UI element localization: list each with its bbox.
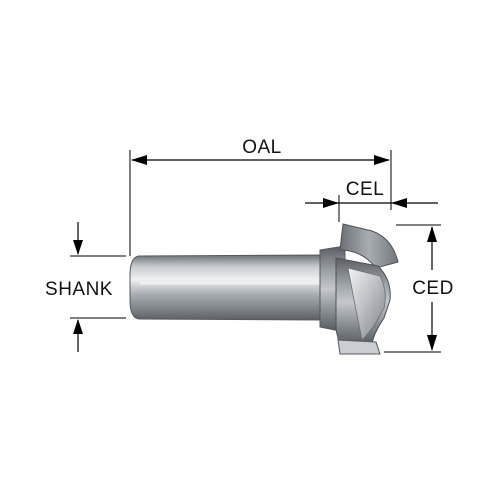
- shank-dimension: SHANK: [45, 222, 126, 352]
- top-wing: [339, 223, 399, 269]
- carbide-insert: [347, 267, 386, 341]
- cel-label: CEL: [346, 179, 384, 200]
- shank-bottom-arrow: [73, 319, 83, 334]
- router-bit: [129, 223, 399, 355]
- bottom-face: [337, 339, 381, 355]
- cel-right-arrow: [391, 198, 407, 208]
- oal-right-arrow: [374, 155, 390, 165]
- ced-label: CED: [412, 278, 454, 299]
- oal-label: OAL: [242, 137, 282, 158]
- shank-body: [129, 254, 323, 321]
- ced-bottom-arrow: [427, 335, 437, 351]
- cel-dimension: CEL: [305, 179, 438, 222]
- ced-dimension: CED: [384, 224, 454, 353]
- oal-left-arrow: [131, 155, 147, 165]
- shank-label: SHANK: [45, 279, 113, 300]
- oal-dimension: OAL: [129, 137, 392, 256]
- cel-left-arrow: [323, 198, 339, 208]
- shank-top-arrow: [73, 240, 83, 255]
- ced-top-arrow: [427, 226, 437, 242]
